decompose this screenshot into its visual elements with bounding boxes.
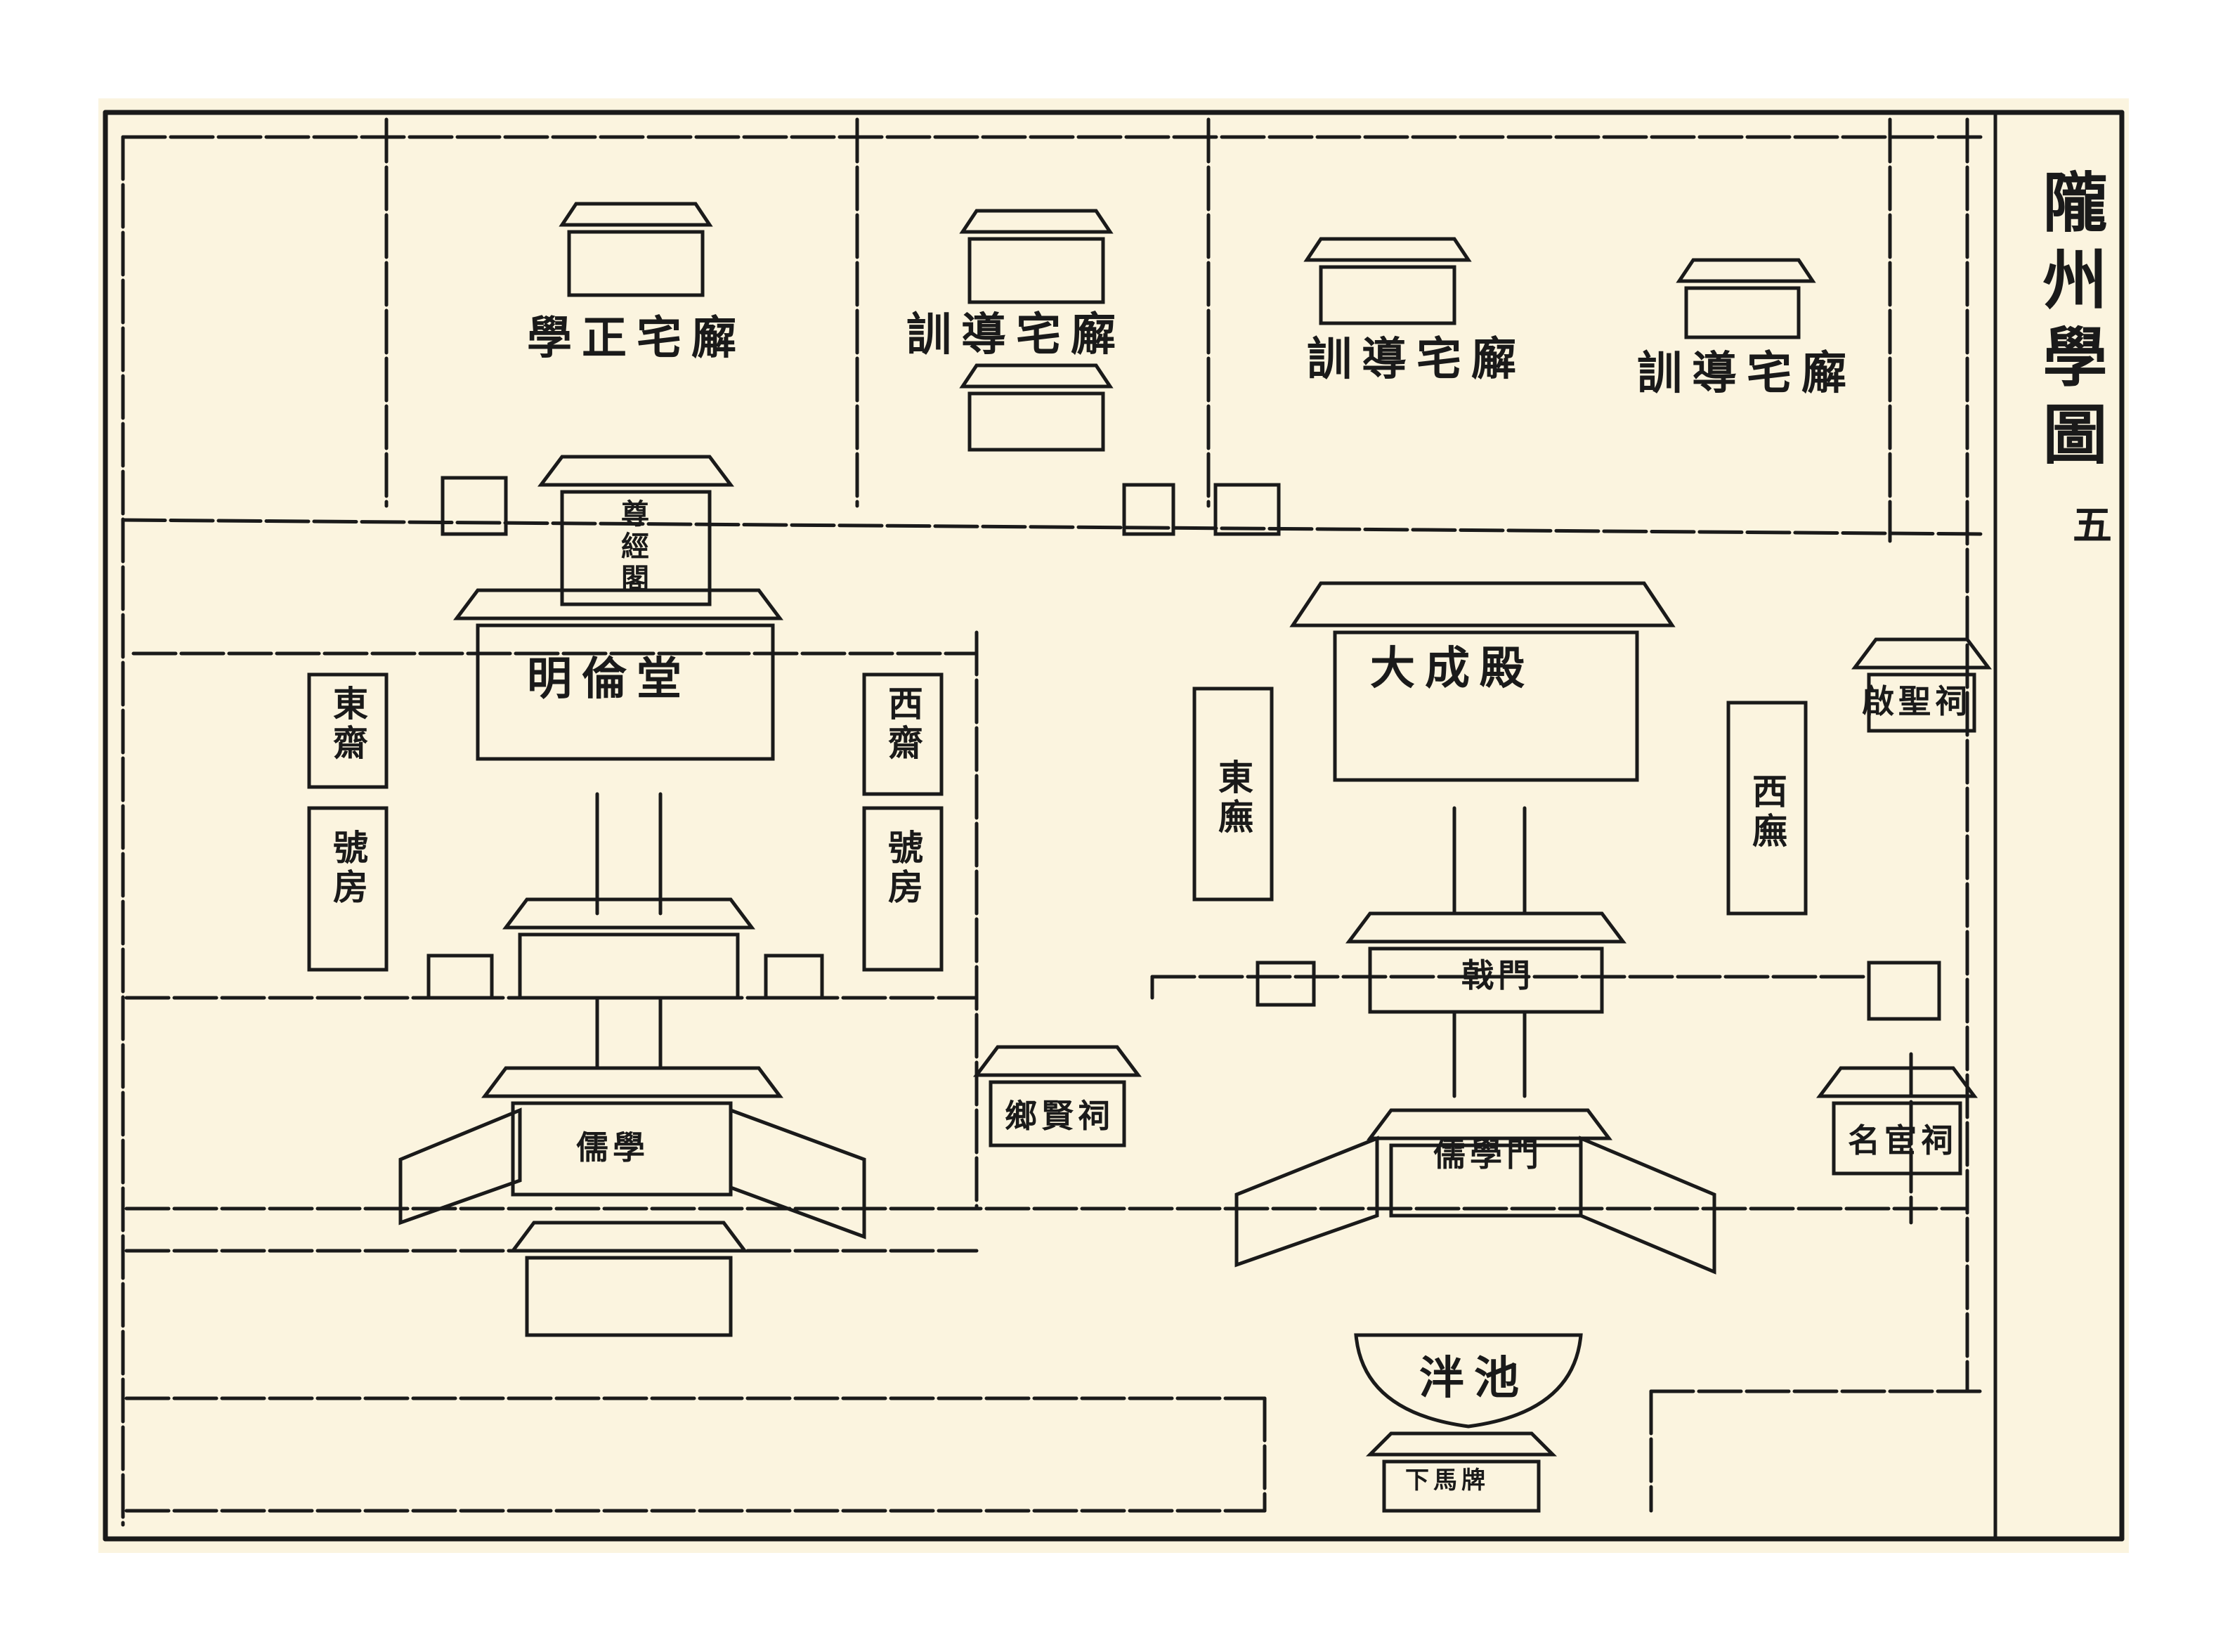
label-xuezheng-residence: 學正宅廨	[527, 312, 746, 365]
label-xundao-residence-1: 訓導宅廨	[906, 308, 1126, 361]
label-dorm-left: 號房	[327, 829, 369, 908]
label-ji-gate: 戟門	[1461, 956, 1534, 994]
axis-paths	[595, 792, 1527, 1098]
label-west-studio: 西齋	[882, 685, 924, 764]
label-dorm-right: 號房	[882, 829, 924, 908]
label-dacheng-hall: 大成殿	[1370, 642, 1534, 695]
label-school-gate: 儒學門	[1433, 1136, 1543, 1173]
label-xiangxian-shrine: 鄉賢祠	[1005, 1097, 1114, 1135]
label-xundao-residence-3: 訓導宅廨	[1637, 347, 1856, 400]
outer-frame	[103, 110, 2125, 1542]
building-glyphs	[307, 202, 1992, 1513]
page-number: 五	[2073, 502, 2112, 549]
paper-sheet	[98, 98, 2129, 1553]
label-zunjing-pavilion: 尊經閣	[616, 499, 649, 596]
label-semicircle-pond: 泮池	[1419, 1352, 1529, 1405]
label-east-studio: 東齋	[327, 685, 369, 764]
label-east-corridor: 東廡	[1213, 759, 1254, 838]
label-minghuan-shrine: 名宦祠	[1848, 1121, 1957, 1159]
map-title: 隴州學圖	[2032, 169, 2108, 478]
label-west-corridor: 西廡	[1747, 773, 1788, 852]
label-qisheng-shrine: 啟聖祠	[1862, 682, 1971, 720]
label-dismount-tablet: 下馬牌	[1405, 1466, 1489, 1495]
label-confucian-school: 儒學	[576, 1129, 649, 1166]
label-xundao-residence-2: 訓導宅廨	[1307, 333, 1526, 386]
compound-walls	[121, 117, 1983, 1527]
label-minglun-hall: 明倫堂	[527, 653, 691, 705]
